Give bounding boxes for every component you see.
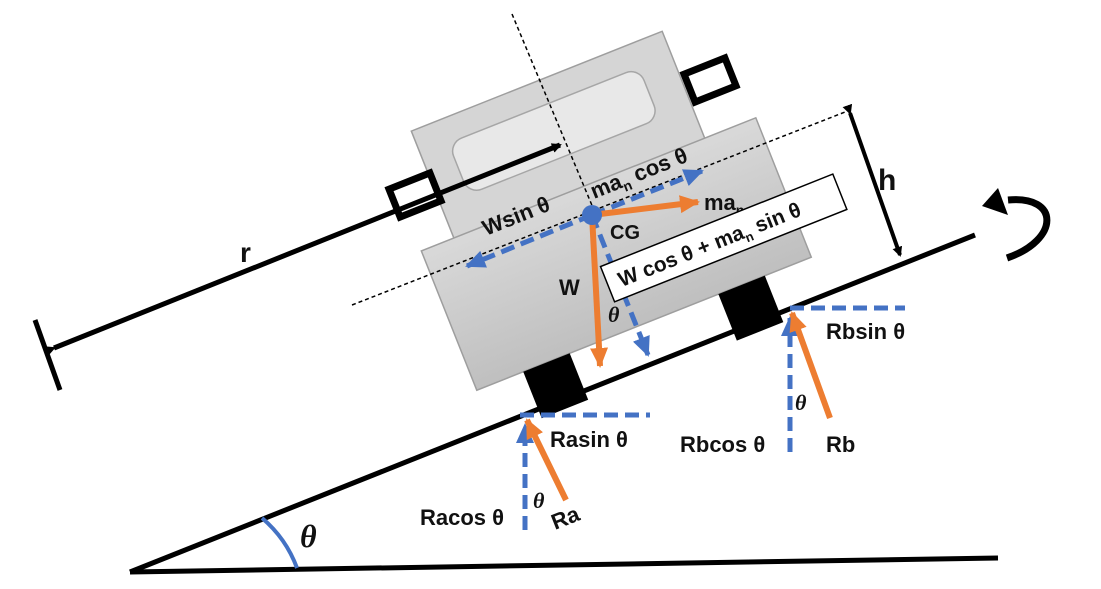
- cg-height-line: [351, 111, 846, 306]
- theta-ground-label: θ: [300, 518, 317, 554]
- wheel-b: [718, 275, 784, 341]
- h-label: h: [878, 164, 896, 197]
- incline-angle-arc: [260, 516, 299, 569]
- rb-label: Rb: [826, 432, 855, 457]
- r-label: r: [240, 237, 251, 268]
- racos-label: Racos θ: [420, 505, 504, 530]
- theta-body-label: θ: [608, 302, 620, 327]
- rotation-arrow-head: [982, 188, 1008, 215]
- theta-a-label: θ: [533, 488, 545, 513]
- r-dimension-tick: [32, 319, 63, 391]
- cg-point: [582, 205, 602, 225]
- man-label: man: [704, 190, 744, 218]
- rbsin-label: Rbsin θ: [826, 319, 905, 344]
- wheel-a: [523, 353, 589, 419]
- cg-label: CG: [610, 222, 640, 244]
- body-axis-line: [511, 13, 597, 216]
- rotation-arrow-icon: [1005, 196, 1051, 262]
- ra-label: Ra: [548, 501, 584, 535]
- rb-arrow: [789, 311, 833, 420]
- rbcos-label: Rbcos θ: [680, 432, 765, 457]
- wsin-component-arrow: [465, 212, 593, 269]
- weight-arrow: [589, 214, 609, 368]
- w-label: W: [559, 275, 580, 300]
- ra-arrow: [524, 418, 569, 502]
- rasin-label: Rasin θ: [550, 427, 628, 452]
- h-dimension-line: [842, 103, 903, 257]
- ground-line: [129, 555, 999, 575]
- mirror-right: [679, 53, 741, 107]
- r-dimension-line: [44, 142, 562, 356]
- theta-b-label: θ: [795, 390, 807, 415]
- man-arrow: [591, 195, 700, 218]
